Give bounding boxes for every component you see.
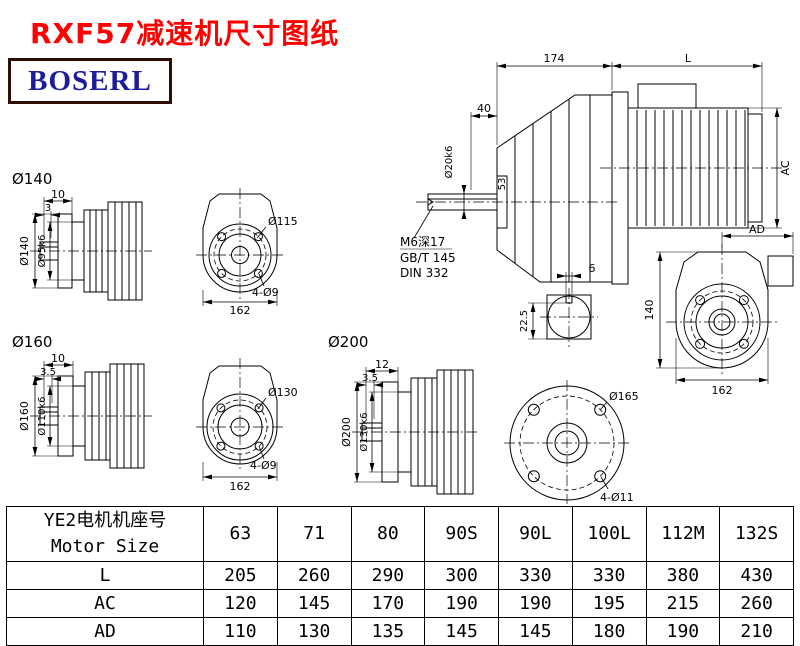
dim-height-140: 140 [643,300,656,321]
side-view-flange-140: Ø140 10 3 Ø140 [12,170,152,301]
table-cell: 170 [350,589,426,618]
dim-bolt-circle-165: Ø165 [609,390,639,403]
technical-drawing: Ø140 10 3 Ø140 [12,52,794,504]
dim-12: 12 [375,358,389,371]
dim-53: 53 [497,178,508,191]
table-cell: 300 [424,561,499,590]
dim-bolt-circle-115: Ø115 [268,215,298,228]
table-cell: 130 [276,617,352,646]
size-90s: 90S [424,506,499,562]
table-cell: 260 [276,561,352,590]
dim-holes-4x9: 4-Ø9 [252,286,279,299]
front-view-bolt-circle-130: Ø130 4-Ø9 162 [196,358,298,493]
dim-spigot-95: Ø95k6 [36,235,48,268]
table-cell: 330 [498,561,573,590]
dim-10: 10 [51,188,65,201]
dim-3-5-200: 3.5 [362,373,378,384]
table-cell: 145 [276,589,352,618]
dim-10-160: 10 [51,352,65,365]
header-cn: YE2电机机座号 [43,509,167,531]
terminal-box [637,83,697,109]
dim-AD: AD [749,223,765,236]
row-label-AC: AC [6,589,204,618]
dim-3-5-160: 3.5 [40,367,56,378]
dim-od-200: Ø200 [340,417,353,447]
dim-3: 3 [45,203,51,214]
dim-od-140: Ø140 [18,236,31,266]
boserl-logo-box: BOSERL [8,58,172,104]
size-132s: 132S [719,506,794,562]
dim-40: 40 [477,102,491,115]
dim-key-width-6: 6 [589,262,596,275]
dim-L: L [685,52,692,65]
table-row-AD: AD 110 130 135 145 145 180 190 210 [6,617,794,646]
dim-width-162-130: 162 [230,480,251,493]
table-cell: 195 [571,589,647,618]
shaft-key-section-view: 6 22.5 [519,262,598,347]
note-gbt145: GB/T 145 [400,251,456,265]
row-label-AD: AD [6,617,204,646]
header-en: Motor Size [50,536,160,557]
side-view-flange-160: Ø160 10 3.5 Ø160 [12,333,152,469]
view-label-160: Ø160 [12,333,52,351]
dim-spigot-110: Ø110k6 [36,396,48,435]
view-label-200: Ø200 [328,333,368,351]
rear-front-view: AD 140 162 [643,223,794,397]
front-view-bolt-circle-165: Ø165 4-Ø11 [504,380,639,504]
table-cell: 145 [424,617,499,646]
page-title: RXF57减速机尺寸图纸 [30,17,340,50]
size-71: 71 [276,506,352,562]
row-label-L: L [6,561,204,590]
table-header-row: YE2电机机座号 Motor Size 63 71 80 90S 90L 100… [6,506,794,562]
table-cell: 190 [498,589,573,618]
side-view-flange-200: Ø200 12 3.5 Ø200 [328,333,480,495]
size-112m: 112M [645,506,721,562]
table-cell: 330 [571,561,647,590]
dim-od-160: Ø160 [18,401,31,431]
dim-key-depth-22-5: 22.5 [519,310,530,332]
table-cell: 205 [203,561,278,590]
size-90l: 90L [498,506,573,562]
table-cell: 180 [571,617,647,646]
table-row-AC: AC 120 145 170 190 190 195 215 260 [6,589,794,618]
view-label-140: Ø140 [12,170,52,188]
size-80: 80 [350,506,426,562]
size-63: 63 [203,506,278,562]
size-100l: 100L [571,506,647,562]
note-thread: M6深17 [400,235,445,249]
dim-AC: AC [779,160,792,175]
table-cell: 135 [350,617,426,646]
table-cell: 210 [719,617,794,646]
dim-spigot-130: Ø130k6 [358,412,370,451]
table-cell: 145 [498,617,573,646]
table-cell: 110 [203,617,278,646]
header-motor-size: YE2电机机座号 Motor Size [6,506,204,562]
motor-fins [636,110,746,226]
table-cell: 120 [203,589,278,618]
dim-holes-4x9-130: 4-Ø9 [250,459,277,472]
table-cell: 380 [645,561,721,590]
table-cell: 430 [719,561,794,590]
dim-width-162: 162 [230,304,251,317]
dim-174: 174 [544,52,565,65]
dim-shaft-20k6: Ø20k6 [443,146,455,179]
table-cell: 190 [424,589,499,618]
table-cell: 190 [645,617,721,646]
dim-bolt-circle-130: Ø130 [268,386,298,399]
table-cell: 290 [350,561,426,590]
note-din332: DIN 332 [400,266,448,280]
fan-cover [747,113,763,223]
motor-size-table: YE2电机机座号 Motor Size 63 71 80 90S 90L 100… [6,506,794,646]
table-cell: 260 [719,589,794,618]
table-row-L: L 205 260 290 300 330 330 380 430 [6,561,794,590]
front-view-bolt-circle-115: Ø115 4-Ø9 162 [196,188,298,317]
dim-holes-4x11: 4-Ø11 [600,491,634,504]
table-cell: 215 [645,589,721,618]
main-assembly-view: 174 L 40 Ø20k6 53 AC M6深17 GB/T 145 DIN … [400,52,792,285]
logo-text: BOSERL [28,64,152,97]
dim-width-162-rear: 162 [712,384,733,397]
